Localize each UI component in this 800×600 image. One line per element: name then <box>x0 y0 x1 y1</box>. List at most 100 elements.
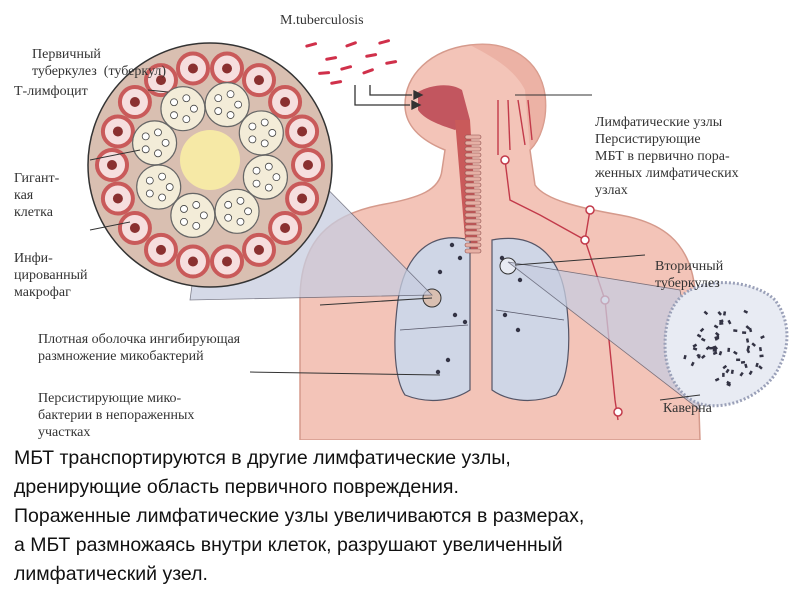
cell-nucleus <box>254 244 264 255</box>
vacuole <box>182 94 191 103</box>
bacterium-dot <box>690 361 695 367</box>
bacterium-dot <box>758 346 763 352</box>
bacterium-dot <box>727 347 731 352</box>
mtb-rod <box>378 39 391 45</box>
mtb-rod <box>318 71 331 75</box>
mtb-rod <box>385 60 398 65</box>
trachea-ring <box>464 194 482 200</box>
cell-nucleus <box>303 160 313 170</box>
lesion-dot <box>435 369 441 375</box>
trachea-ring <box>464 230 482 236</box>
caption-line: МБТ транспортируются в другие лимфатичес… <box>14 447 511 469</box>
vacuole <box>199 211 208 220</box>
vacuole <box>226 111 235 119</box>
cell-nucleus <box>129 222 140 233</box>
bacterium-dot <box>723 311 727 316</box>
trachea <box>464 134 482 254</box>
vacuole <box>234 100 243 109</box>
caption-line: лимфатический узел. <box>14 563 208 585</box>
vacuole <box>170 111 178 120</box>
lesion-dot <box>437 269 443 275</box>
bacterium-dot <box>742 331 747 335</box>
vacuole <box>192 201 201 209</box>
vacuole <box>154 149 162 158</box>
bacterium-dot <box>745 338 750 343</box>
bacterium-dot <box>730 369 734 374</box>
mtb-rod <box>340 65 353 71</box>
mtb-bacteria <box>305 39 398 85</box>
vacuole <box>236 217 245 226</box>
trachea-ring <box>464 152 482 158</box>
caption-line: дренирующие область первичного поврежден… <box>14 476 459 498</box>
mtb-rod <box>362 68 374 75</box>
inhalation-arrows <box>354 85 424 111</box>
cell-nucleus <box>156 244 166 255</box>
bacterium-dot <box>744 363 748 369</box>
caption-text: МБТ транспортируются в другие лимфатичес… <box>14 444 794 589</box>
lesion-dot <box>462 319 468 325</box>
bacterium-dot <box>739 371 744 377</box>
vacuole <box>264 162 273 171</box>
cell-nucleus <box>297 193 308 204</box>
bacterium-dot <box>700 354 706 360</box>
bacterium-dot <box>703 310 709 316</box>
label-cavern: Каверна <box>663 401 712 416</box>
bacterium-dot <box>699 327 705 333</box>
trachea-ring <box>464 158 482 164</box>
cell-nucleus <box>129 97 140 108</box>
vacuole <box>248 122 257 131</box>
bacterium-dot <box>705 345 711 351</box>
vacuole <box>224 200 233 209</box>
bacterium-dot <box>746 348 751 354</box>
cell-nucleus <box>107 160 117 170</box>
mtb-rod <box>365 53 378 58</box>
bacterium-dot <box>697 354 701 359</box>
cell-nucleus <box>297 126 308 137</box>
trachea-ring <box>464 134 482 140</box>
lymph-node <box>580 235 590 245</box>
bacterium-dot <box>719 321 724 326</box>
left-lung-fissure <box>399 324 469 331</box>
bacterium-dot <box>692 346 698 351</box>
lymph-node <box>500 155 510 165</box>
mtb-rod <box>345 41 357 48</box>
bacterium-dot <box>758 365 763 370</box>
cell-nucleus <box>112 126 123 137</box>
lesion-dot <box>445 357 451 363</box>
head-shade <box>470 44 546 151</box>
cell-nucleus <box>187 63 198 74</box>
tuberculosis-illustration <box>87 39 789 440</box>
lesion-dot <box>452 312 458 318</box>
vacuole <box>224 213 233 222</box>
vacuole <box>158 172 166 181</box>
vacuole <box>236 196 245 205</box>
cavern-bacteria <box>683 309 765 387</box>
bacterium-dot <box>736 358 741 362</box>
bacterium-dot <box>714 331 720 337</box>
cell-nucleus <box>222 63 233 74</box>
macrophage-cell <box>170 192 216 239</box>
vacuole <box>180 217 188 226</box>
vacuole <box>145 189 154 198</box>
cell-nucleus <box>187 256 198 267</box>
lymph-vessels <box>497 99 619 421</box>
vacuole <box>180 205 188 213</box>
cell-nucleus <box>156 75 166 86</box>
vacuole <box>190 104 198 113</box>
bacterium-dot <box>746 345 751 350</box>
trachea-ring <box>464 140 482 146</box>
lesion-dot <box>517 277 523 283</box>
bacterium-dot <box>743 309 749 314</box>
bacterium-dot <box>751 342 757 347</box>
bacterium-dot <box>719 319 724 323</box>
lesion-dot <box>515 327 521 333</box>
lesion-dot <box>502 312 508 318</box>
vacuole <box>252 179 261 188</box>
trachea-ring <box>464 164 482 170</box>
nasal-cavity <box>418 85 470 130</box>
lymph-node <box>585 205 595 215</box>
vacuole <box>248 135 257 144</box>
